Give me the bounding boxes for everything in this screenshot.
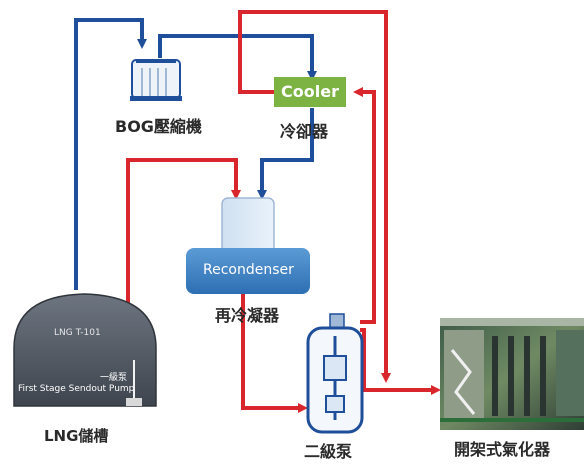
- first-stage-pump-label-en: First Stage Sendout Pump: [18, 384, 135, 394]
- bog-line-cooler-to-recondenser: [257, 108, 314, 200]
- lng-line-cooler-return: [238, 10, 391, 383]
- lng-tank: [13, 293, 157, 407]
- lng-line-pump-loop-to-cooler: [353, 87, 376, 324]
- recondenser: [186, 197, 310, 294]
- recondenser-label-en: Recondenser: [203, 262, 294, 278]
- tank-id-label: LNG T-101: [54, 328, 101, 338]
- bog-compressor-label: BOG壓縮機: [115, 117, 202, 136]
- lng-line-recondenser-to-second-pump: [241, 292, 308, 413]
- cooler-box: Cooler: [274, 77, 346, 107]
- second-stage-pump: [306, 313, 364, 434]
- bog-compressor: [130, 59, 182, 101]
- cooler-label-zh: 冷卻器: [280, 122, 329, 141]
- recondenser-label-zh: 再冷凝器: [215, 306, 280, 325]
- open-rack-vaporizer: [440, 318, 584, 430]
- first-stage-pump-label-zh: 一級泵: [100, 373, 128, 383]
- lng-line-to-vaporizer: [360, 328, 441, 395]
- bog-line-tank-to-compressor: [74, 18, 147, 290]
- bog-line-compressor-to-cooler: [158, 34, 317, 81]
- vaporizer-label: 開架式氣化器: [454, 440, 551, 459]
- second-pump-label: 二級泵: [304, 442, 353, 461]
- lng-line-pump-to-recondenser: [126, 158, 241, 320]
- tank-label: LNG儲槽: [44, 427, 109, 445]
